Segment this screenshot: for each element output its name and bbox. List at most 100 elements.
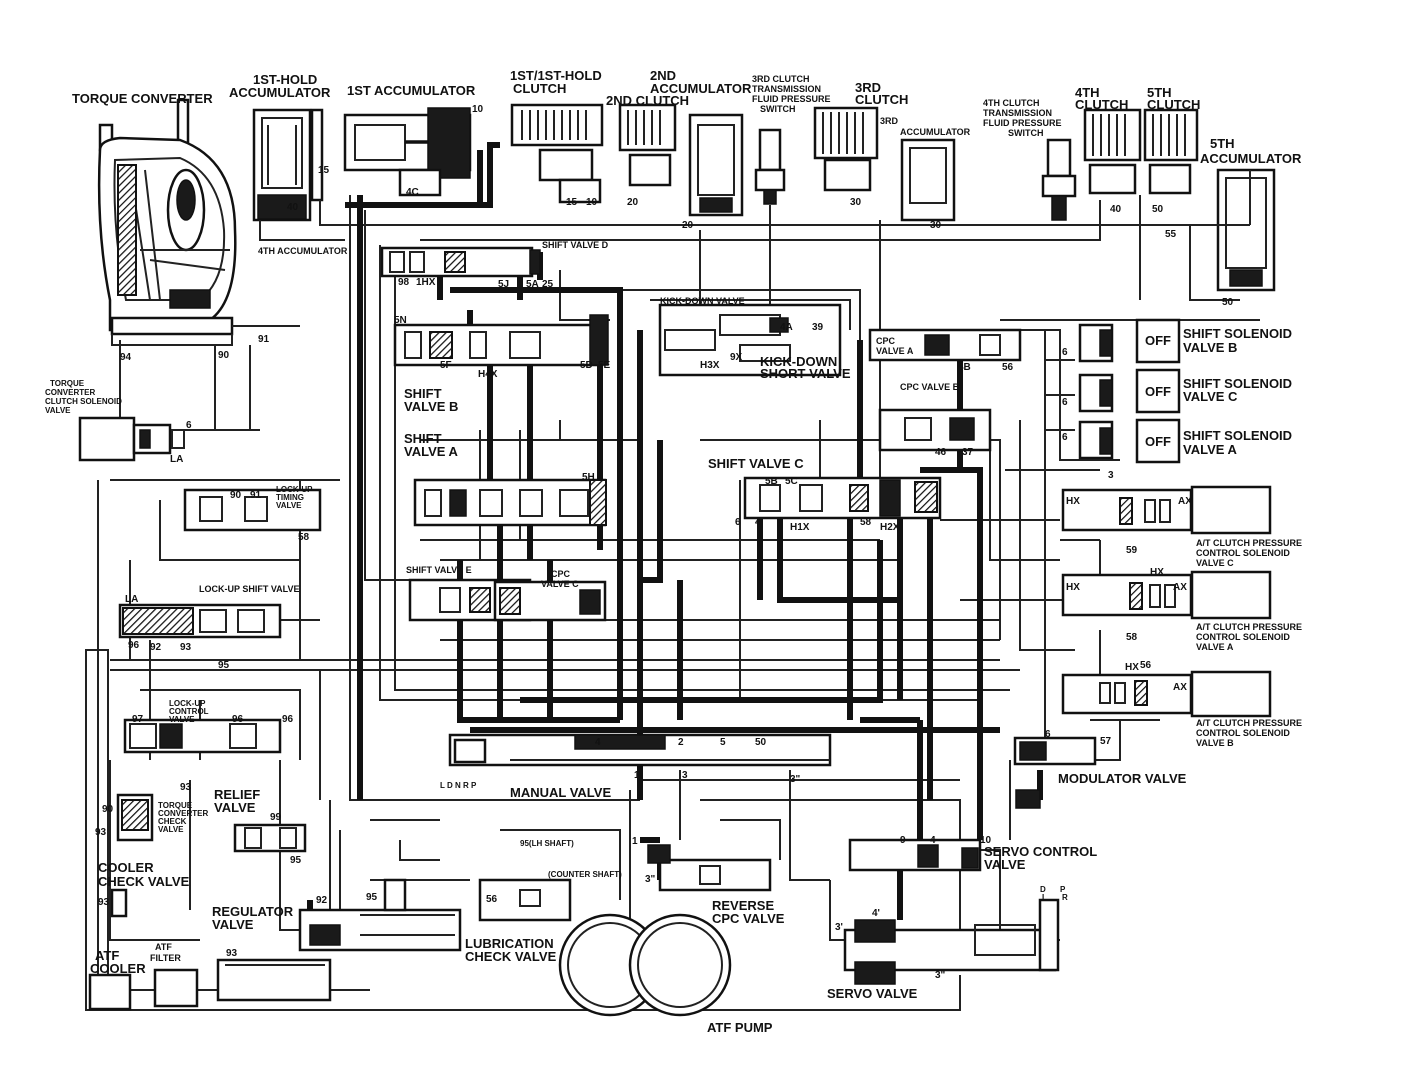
lock-up-timing-valve	[183, 488, 322, 532]
fourth-clutch-pressure-switch	[1041, 138, 1077, 221]
port-label: 57	[1100, 736, 1112, 747]
tc-check-valve	[116, 793, 154, 842]
first-clutch-label-2: CLUTCH	[513, 81, 566, 96]
port-label: LA	[170, 454, 183, 465]
fifth-accumulator-label-2: ACCUMULATOR	[1200, 151, 1302, 166]
port-label: 5H	[582, 472, 595, 483]
first-accumulator	[343, 107, 472, 197]
port-label: 4	[595, 737, 601, 748]
selector-d: D	[1040, 885, 1046, 894]
second-accumulator-label-1: 2ND	[650, 68, 676, 83]
lub-left-label: 95(LH SHAFT)	[520, 839, 574, 848]
atf-filter	[153, 958, 332, 1008]
port-label: 5C	[785, 476, 798, 487]
port-label: 91	[250, 490, 262, 501]
port-labels: 10 15 40 4C 15 10 20 20 30 30 40 50 55 5…	[95, 104, 1234, 981]
kick-down-valve-label: KICK-DOWN VALVE	[660, 296, 745, 306]
ssv-a-label-1: SHIFT SOLENOID	[1183, 428, 1292, 443]
shift-valve-e-label: SHIFT VALVE E	[406, 565, 472, 575]
relief-valve-label-2: VALVE	[214, 800, 256, 815]
fourth-switch-label-2: TRANSMISSION	[983, 108, 1052, 118]
lubrication-check-valve	[478, 878, 572, 922]
third-clutch-label-2: CLUTCH	[855, 92, 908, 107]
fourth-switch-label-4: SWITCH	[1008, 128, 1044, 138]
atcp-b-label-1: A/T CLUTCH PRESSURE	[1196, 718, 1302, 728]
lockup-control-label-1: LOCK-UP	[169, 699, 206, 708]
fourth-switch-label-3: FLUID PRESSURE	[983, 118, 1062, 128]
port-label: 58	[298, 532, 310, 543]
second-clutch-label: 2ND CLUTCH	[606, 93, 689, 108]
selector-l: L	[1042, 893, 1047, 902]
shift-valve-b	[393, 314, 609, 367]
port-label: 6	[1062, 347, 1068, 358]
port-label: LA	[125, 594, 138, 605]
fourth-accumulator-label: 4TH ACCUMULATOR	[258, 246, 348, 256]
port-label: 6	[1062, 397, 1068, 408]
atcp-c-label-3: VALVE C	[1196, 558, 1234, 568]
ssv-c-label-2: VALVE C	[1183, 389, 1238, 404]
cooler-check-label-1: COOLER	[98, 860, 154, 875]
regulator-label-2: VALVE	[212, 917, 254, 932]
port-label: 5	[720, 737, 726, 748]
fourth-clutch-label-2: CLUTCH	[1075, 97, 1128, 112]
tc-check-label-1: TORQUE	[158, 801, 193, 810]
port-label: 25	[542, 279, 554, 290]
port-label: 93	[98, 897, 110, 908]
shift-valve-d	[380, 246, 541, 278]
port-label: 37	[962, 447, 974, 458]
port-label: 46	[935, 447, 947, 458]
port-label: 5J	[498, 279, 509, 290]
torque-converter	[97, 98, 300, 346]
second-accumulator-label-2: ACCUMULATOR	[650, 81, 752, 96]
third-clutch-label-1: 3RD	[855, 80, 881, 95]
port-label: HX	[1150, 567, 1164, 578]
cpc-valve-c-label-1: CPC	[551, 569, 571, 579]
tc-check-label-2: CONVERTER	[158, 809, 208, 818]
third-clutch	[813, 106, 879, 192]
port-label: 5E	[598, 360, 611, 371]
fourth-clutch-label-1: 4TH	[1075, 85, 1100, 100]
cpc-valve-c-label-2: VALVE C	[541, 579, 579, 589]
port-label: 96	[282, 714, 294, 725]
lockup-timing-label-1: LOCK-UP	[276, 485, 313, 494]
at-clutch-pressure-solenoid-a	[1061, 570, 1272, 620]
third-accumulator-label-1: 3RD	[880, 116, 899, 126]
lock-up-shift-valve	[118, 603, 282, 639]
port-label: 3	[1108, 470, 1114, 481]
port-label: 6	[186, 420, 192, 431]
port-label: 90	[102, 804, 114, 815]
shift-solenoid-valve-b	[1078, 318, 1181, 364]
tc-check-label-4: VALVE	[158, 825, 184, 834]
shift-valve-a-label-2: VALVE A	[404, 444, 459, 459]
servo-valve-label: SERVO VALVE	[827, 986, 918, 1001]
port-label: 6	[1045, 729, 1051, 740]
port-label: 5F	[440, 360, 452, 371]
lockup-control-label-2: CONTROL	[169, 707, 209, 716]
port-label: 10	[980, 835, 992, 846]
kick-down-shaft-label-1: KICK-DOWN	[760, 354, 837, 369]
lockup-timing-label-3: VALVE	[276, 501, 302, 510]
port-label: AX	[1173, 582, 1187, 593]
port-label: 90	[230, 490, 242, 501]
port-label: 91	[258, 334, 270, 345]
manual-valve-label: MANUAL VALVE	[510, 785, 611, 800]
port-label: 1	[632, 836, 638, 847]
port-label: 90	[218, 350, 230, 361]
port-label: 39	[812, 322, 824, 333]
servo-control-label-2: VALVE	[984, 857, 1026, 872]
atf-filter-label-1: ATF	[155, 942, 172, 952]
shift-valve-a-label-1: SHIFT	[404, 431, 442, 446]
lockup-shift-label: LOCK-UP SHIFT VALVE	[199, 584, 300, 594]
third-switch-label-4: SWITCH	[760, 104, 796, 114]
port-label: 20	[682, 220, 694, 231]
shift-valve-c	[743, 476, 942, 520]
port-label: 56	[1002, 362, 1014, 373]
cpc-valve-c	[493, 580, 607, 622]
port-label: AX	[1178, 496, 1192, 507]
shift-solenoid-valve-c	[1078, 368, 1181, 414]
port-label: 9	[900, 835, 906, 846]
manual-positions-label: L D N R P	[440, 781, 477, 790]
port-label: 93	[95, 827, 107, 838]
fourth-clutch	[1083, 108, 1142, 195]
port-label: 97	[132, 714, 144, 725]
